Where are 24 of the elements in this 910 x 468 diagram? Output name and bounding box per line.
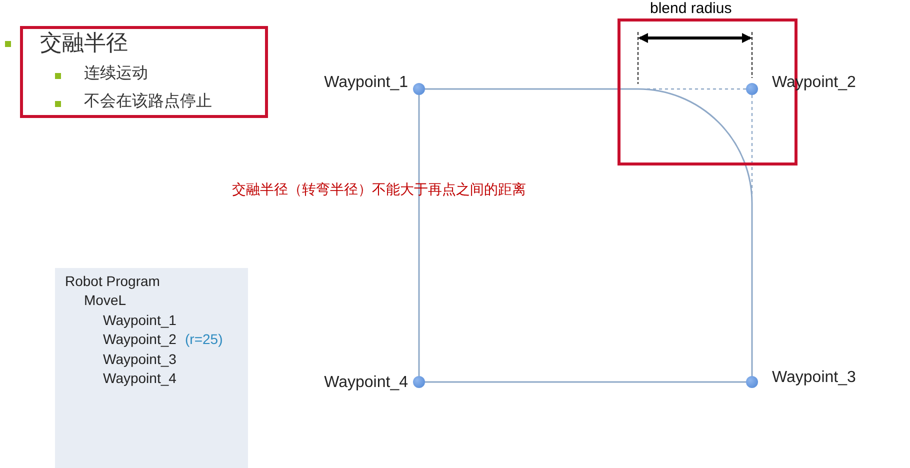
waypoint-dot (413, 376, 425, 388)
bullet-item: 不会在该路点停止 (84, 92, 212, 112)
program-line: (r=25) (185, 331, 223, 348)
path-line (425, 381, 746, 383)
program-line: Waypoint_4 (103, 370, 176, 387)
waypoint-label: Waypoint_3 (772, 369, 856, 387)
waypoint-label: Waypoint_1 (324, 74, 408, 92)
dimension-label: blend radius (650, 0, 732, 17)
waypoint-dot (746, 376, 758, 388)
bullet-item: 连续运动 (84, 64, 148, 84)
guide-line (644, 88, 746, 90)
program-line: Waypoint_2 (103, 331, 176, 348)
bullet-heading: 交融半径 (40, 30, 128, 56)
note-text: 交融半径（转弯半径）不能大于再点之间的距离 (232, 181, 526, 199)
waypoint-dot (746, 83, 758, 95)
guide-line (751, 95, 753, 197)
path-line (418, 95, 420, 376)
program-line: Waypoint_1 (103, 312, 176, 329)
program-line: MoveL (84, 292, 126, 309)
program-line: Waypoint_3 (103, 351, 176, 368)
path-line (425, 88, 753, 376)
waypoint-label: Waypoint_4 (324, 374, 408, 392)
program-line: Robot Program (65, 273, 160, 290)
waypoint-dot (413, 83, 425, 95)
